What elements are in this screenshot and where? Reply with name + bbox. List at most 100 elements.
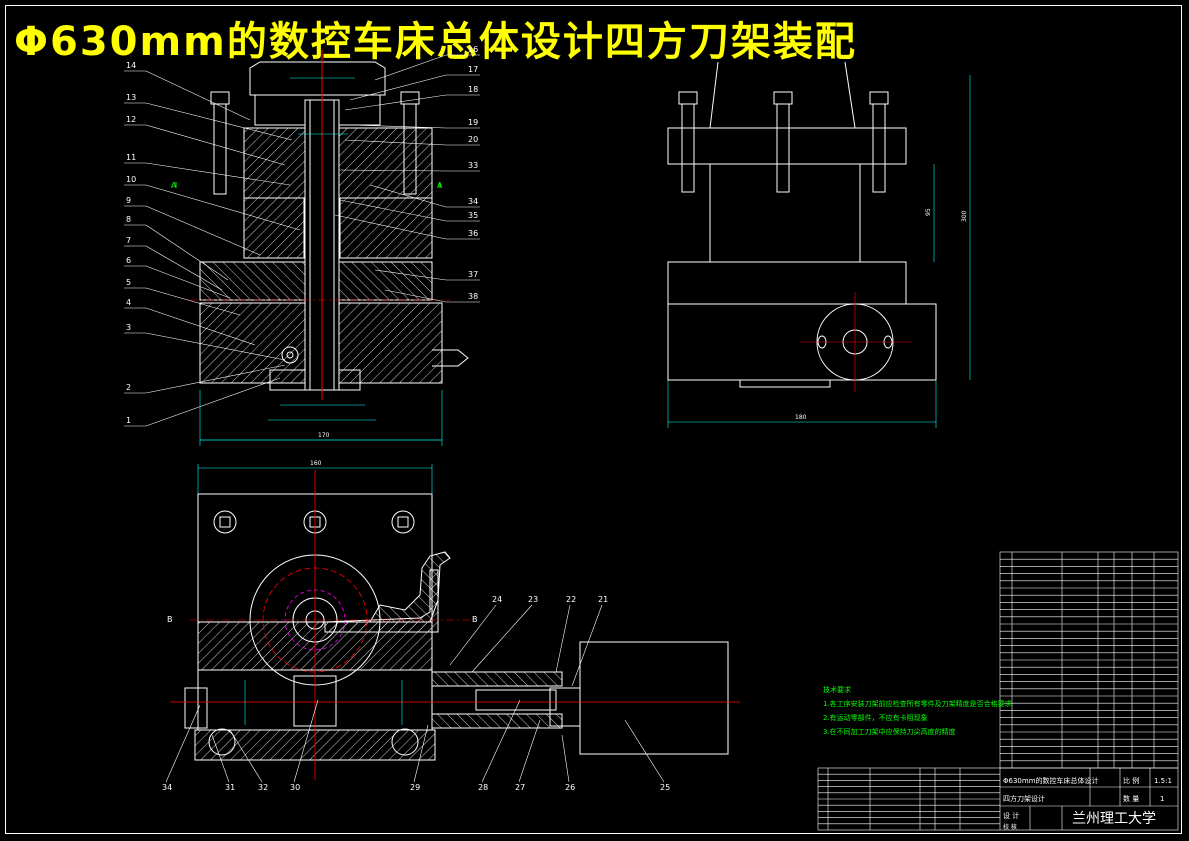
callout-bottom-31: 31	[225, 783, 235, 792]
side-view	[667, 61, 971, 428]
callout-bottom-21: 21	[598, 595, 608, 604]
leader-line	[165, 704, 201, 783]
leader-line	[145, 364, 286, 394]
leader-line	[145, 245, 223, 291]
leader-line	[145, 265, 231, 299]
leader-line	[145, 307, 256, 346]
parts-list-table	[999, 551, 1179, 769]
section-mark-b-right: B	[472, 615, 478, 624]
side-height-dim: 300	[961, 210, 968, 222]
callout-right-17: 17	[468, 65, 478, 74]
callout-left-1: 1	[126, 416, 131, 425]
side-inner-dim: 95	[925, 208, 932, 216]
leader-line	[145, 332, 286, 361]
callout-right-37: 37	[468, 270, 478, 279]
leader-line	[349, 74, 447, 101]
side-width-dim: 180	[795, 414, 807, 421]
tb-qty-value: 1	[1160, 795, 1164, 803]
tech-req-item-3: 3.在不同加工刀架中应保持刀尖高度的精度	[823, 728, 956, 736]
leader-line	[349, 124, 447, 129]
callout-right-16: 16	[468, 45, 478, 54]
technical-requirements: 技术要求 1.各工序安装刀架前应检查所有零件及刀架精度是否合格要求 2.有运动零…	[823, 683, 1012, 739]
callout-bottom-29: 29	[410, 783, 420, 792]
callout-left-14: 14	[126, 61, 136, 70]
leader-line	[145, 224, 229, 281]
section-mark-b-left: B	[167, 615, 173, 624]
callout-bottom-24: 24	[492, 595, 502, 604]
leader-line	[145, 102, 293, 141]
callout-left-10: 10	[126, 175, 136, 184]
leader-line	[229, 729, 263, 783]
section-mark-a-left: A	[171, 181, 177, 190]
tech-req-item-1: 1.各工序安装刀架前应检查所有零件及刀架精度是否合格要求	[823, 700, 1012, 708]
leader-line	[334, 214, 447, 240]
callout-right-20: 20	[468, 135, 478, 144]
callout-left-4: 4	[126, 298, 131, 307]
leader-line	[471, 604, 533, 673]
callout-bottom-30: 30	[290, 783, 300, 792]
drawing-frame	[5, 5, 1182, 834]
callout-left-6: 6	[126, 256, 131, 265]
front-view-callouts-right: 16 17 18 19 20 33 34 35 36 37 38	[468, 45, 478, 301]
tech-req-item-2: 2.有运动零部件，不应有卡阻现象	[823, 714, 928, 722]
leader-line	[293, 699, 319, 783]
callout-left-2: 2	[126, 383, 131, 392]
plan-section-view	[170, 464, 740, 780]
callout-bottom-23: 23	[528, 595, 538, 604]
callout-right-19: 19	[468, 118, 478, 127]
callout-left-13: 13	[126, 93, 136, 102]
front-section-view	[175, 50, 469, 446]
leader-line	[518, 719, 541, 783]
callout-right-35: 35	[468, 211, 478, 220]
leader-line	[624, 719, 665, 783]
callout-right-18: 18	[468, 85, 478, 94]
plan-view-leaders	[165, 604, 665, 783]
callout-right-34: 34	[468, 197, 478, 206]
leader-line	[344, 139, 447, 146]
leader-line	[374, 269, 447, 281]
plan-width-dim: 160	[310, 460, 322, 467]
callout-left-9: 9	[126, 196, 131, 205]
callout-left-3: 3	[126, 323, 131, 332]
callout-right-36: 36	[468, 229, 478, 238]
leader-line	[145, 287, 241, 316]
tb-scale-value: 1.5:1	[1154, 777, 1172, 785]
leader-line	[481, 699, 521, 783]
callout-right-33: 33	[468, 161, 478, 170]
title-block	[817, 767, 1179, 831]
tb-organization: 兰州理工大学	[1072, 811, 1156, 827]
callout-bottom-22: 22	[566, 595, 576, 604]
front-width-dim: 170	[318, 432, 330, 439]
tb-sub-name: 四方刀架设计	[1003, 794, 1045, 803]
tb-check-label: 校 核	[1003, 823, 1017, 831]
tb-scale-label: 比 例	[1123, 776, 1139, 785]
leader-line	[339, 169, 447, 172]
callout-right-38: 38	[468, 292, 478, 301]
leader-line	[344, 94, 447, 111]
callout-bottom-26: 26	[565, 783, 575, 792]
leader-line	[413, 724, 429, 783]
callout-bottom-32: 32	[258, 783, 268, 792]
tb-design-label: 设 计	[1003, 811, 1019, 820]
leader-line	[339, 199, 447, 222]
leader-line	[145, 377, 281, 427]
leader-line	[561, 734, 570, 783]
front-view-leaders-right	[334, 54, 480, 303]
leader-line	[145, 70, 251, 121]
front-view-leaders	[124, 70, 301, 427]
leader-line	[145, 124, 286, 166]
leader-line	[384, 289, 447, 303]
leader-line	[145, 184, 301, 231]
leader-line	[145, 205, 261, 256]
leader-line	[571, 604, 603, 687]
leader-line	[211, 734, 230, 783]
callout-bottom-28: 28	[478, 783, 488, 792]
tb-qty-label: 数 量	[1123, 794, 1139, 803]
drawing-title: Φ630mm的数控车床总体设计四方刀架装配	[14, 19, 857, 65]
leader-line	[369, 184, 447, 208]
callout-left-8: 8	[126, 215, 131, 224]
